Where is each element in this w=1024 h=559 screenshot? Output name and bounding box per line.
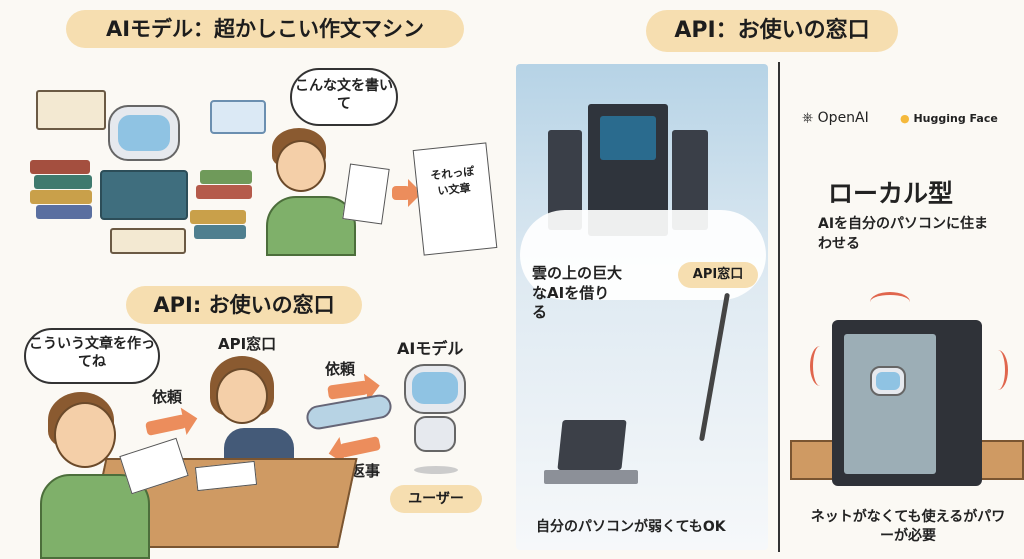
hugging-face-logo: ● Hugging Face xyxy=(900,112,998,125)
openai-logo: ⎈ OpenAI xyxy=(802,110,869,126)
section-title-ai-model: AIモデル：超かしこい作文マシン xyxy=(66,10,464,48)
output-paper: それっぽい文章 xyxy=(412,142,498,256)
cloud-text: 雲の上の巨大なAIを借りる xyxy=(532,264,623,321)
request-arrow-1-icon xyxy=(144,413,188,437)
reply-arrow-icon xyxy=(338,435,382,459)
arrow-right-icon xyxy=(392,179,422,207)
openai-icon: ⎈ xyxy=(802,110,814,126)
reply-label: 返事 xyxy=(350,462,381,480)
hugging-face-label: Hugging Face xyxy=(913,112,998,125)
speech-bubble-user: こういう文章を作ってね xyxy=(24,328,160,384)
speech-bubble-request: こんな文を書いて xyxy=(290,68,398,126)
request-label-1: 依頼 xyxy=(152,388,183,406)
section-title-api: API: お使いの窓口 xyxy=(126,286,362,324)
hugging-face-icon: ● xyxy=(900,112,910,125)
middle-caption: 自分のパソコンが弱くてもOK xyxy=(536,519,726,535)
ai-model-label: AIモデル xyxy=(397,339,464,358)
openai-label: OpenAI xyxy=(817,110,869,126)
divider xyxy=(778,62,780,552)
section-title-api-middle: API：お使いの窓口 xyxy=(646,10,898,52)
local-subtitle: AIを自分のパソコンに住まわせる xyxy=(818,216,989,253)
request-label-2: 依頼 xyxy=(325,360,356,378)
api-window-badge: API窓口 xyxy=(678,262,758,288)
user-badge: ユーザー xyxy=(390,485,482,513)
right-caption: ネットがなくても使えるがパワーが必要 xyxy=(810,509,1006,544)
pipe-illustration xyxy=(304,392,394,432)
local-title: ローカル型 xyxy=(828,179,954,208)
api-window-label: API窓口 xyxy=(218,335,277,353)
